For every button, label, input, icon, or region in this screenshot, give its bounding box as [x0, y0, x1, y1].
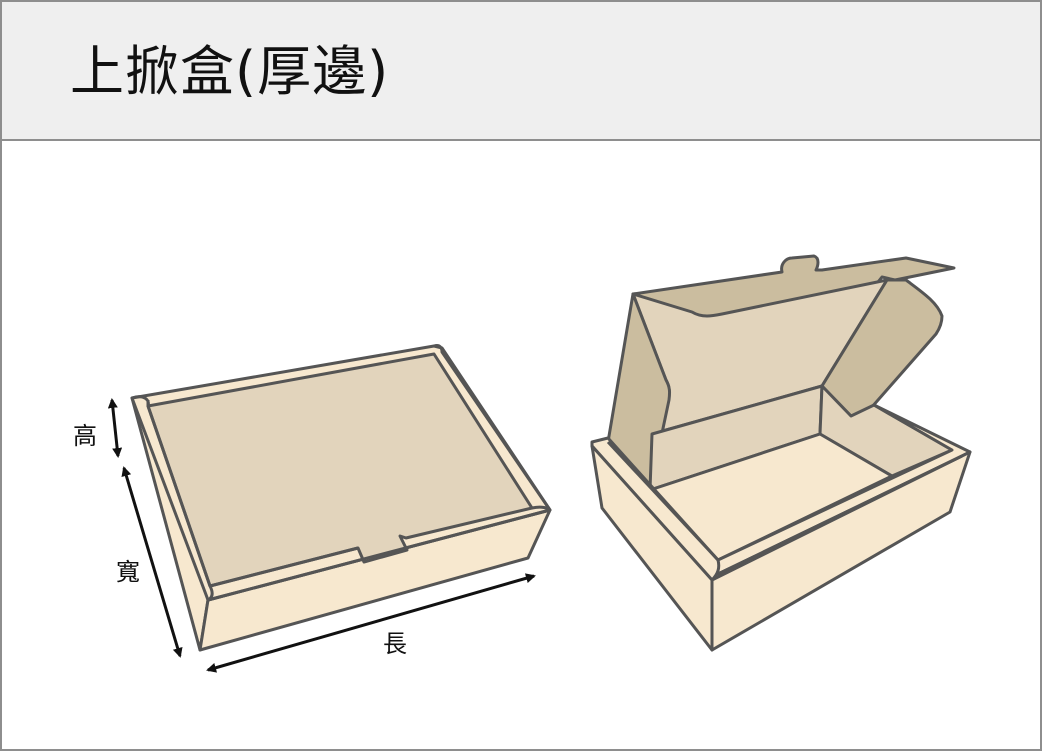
height-label: 高	[73, 422, 97, 450]
box-illustration: 高 寬 長	[73, 254, 972, 673]
illustration-canvas: 高 寬 長	[2, 141, 1040, 749]
width-arrow	[121, 466, 183, 658]
open-box	[590, 254, 972, 652]
closed-box	[130, 344, 552, 652]
header-bar: 上掀盒(厚邊)	[2, 2, 1040, 141]
dimension-arrows	[107, 398, 536, 673]
height-arrow	[107, 398, 123, 458]
page-title: 上掀盒(厚邊)	[70, 40, 390, 103]
length-label: 長	[383, 630, 407, 658]
width-label: 寬	[116, 558, 140, 586]
length-arrow	[206, 573, 536, 673]
